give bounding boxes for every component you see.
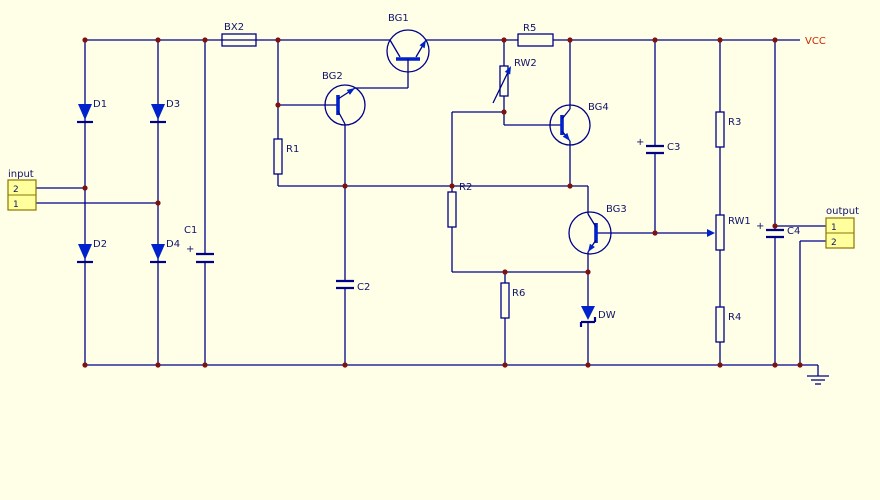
output-pin-1: 1 [831,223,837,233]
resistor-r2: R2 [447,182,472,228]
label-c2: C2 [357,282,370,293]
label-bg2: BG2 [322,71,343,82]
label-d1: D1 [93,99,107,110]
resistor-r5: R5 [517,23,554,47]
label-dw: DW [598,310,616,321]
ground-symbol [807,365,829,385]
transistor-bg4: BG4 [549,102,609,146]
label-rw2: RW2 [514,58,537,69]
output-connector: output 1 2 [825,206,859,249]
label-r2: R2 [459,182,472,193]
label-r5: R5 [523,23,536,34]
output-pin-2: 2 [831,238,837,248]
capacitor-c3: + C3 [636,137,680,155]
capacitor-c2: C2 [336,279,370,293]
label-bx2: BX2 [224,22,244,33]
resistor-r6: R6 [500,282,525,319]
c1-plus: + [186,244,194,255]
label-bg4: BG4 [588,102,609,113]
capacitor-c1: + C1 [184,225,214,264]
label-rw1: RW1 [728,216,751,227]
diode-d4: D4 [150,239,180,264]
label-c3: C3 [667,142,680,153]
transistor-bg3: BG3 [568,204,627,255]
fuse-bx2: BX2 [221,22,257,47]
junction-dots [82,37,803,368]
label-d4: D4 [166,239,180,250]
zener-dw: DW [579,306,616,327]
label-bg3: BG3 [606,204,627,215]
label-c4: C4 [787,226,800,237]
resistor-r3: R3 [715,111,741,148]
label-bg1: BG1 [388,13,409,24]
input-connector: input 2 1 [7,169,37,211]
input-label: input [8,169,34,180]
label-c1: C1 [184,225,197,236]
label-d2: D2 [93,239,107,250]
label-r4: R4 [728,312,741,323]
diode-d3: D3 [150,99,180,124]
output-label: output [826,206,859,217]
vcc-text: VCC [805,36,826,47]
potentiometer-rw1: RW1 [707,214,751,251]
label-r6: R6 [512,288,525,299]
potentiometer-rw2: RW2 [492,58,537,104]
resistor-r1: R1 [273,138,299,175]
label-d3: D3 [166,99,180,110]
transistor-bg2: BG2 [322,71,366,126]
wires [36,39,826,366]
c3-plus: + [636,137,644,148]
capacitor-c4: + C4 [756,221,800,239]
diode-d1: D1 [77,99,107,124]
vcc-label: VCC [805,36,826,47]
label-r3: R3 [728,117,741,128]
input-pin-1: 1 [13,200,19,210]
label-r1: R1 [286,144,299,155]
c4-plus: + [756,221,764,232]
transistor-bg1: BG1 [386,13,430,73]
resistor-r4: R4 [715,306,741,343]
diode-d2: D2 [77,239,107,264]
input-pin-2: 2 [13,185,19,195]
